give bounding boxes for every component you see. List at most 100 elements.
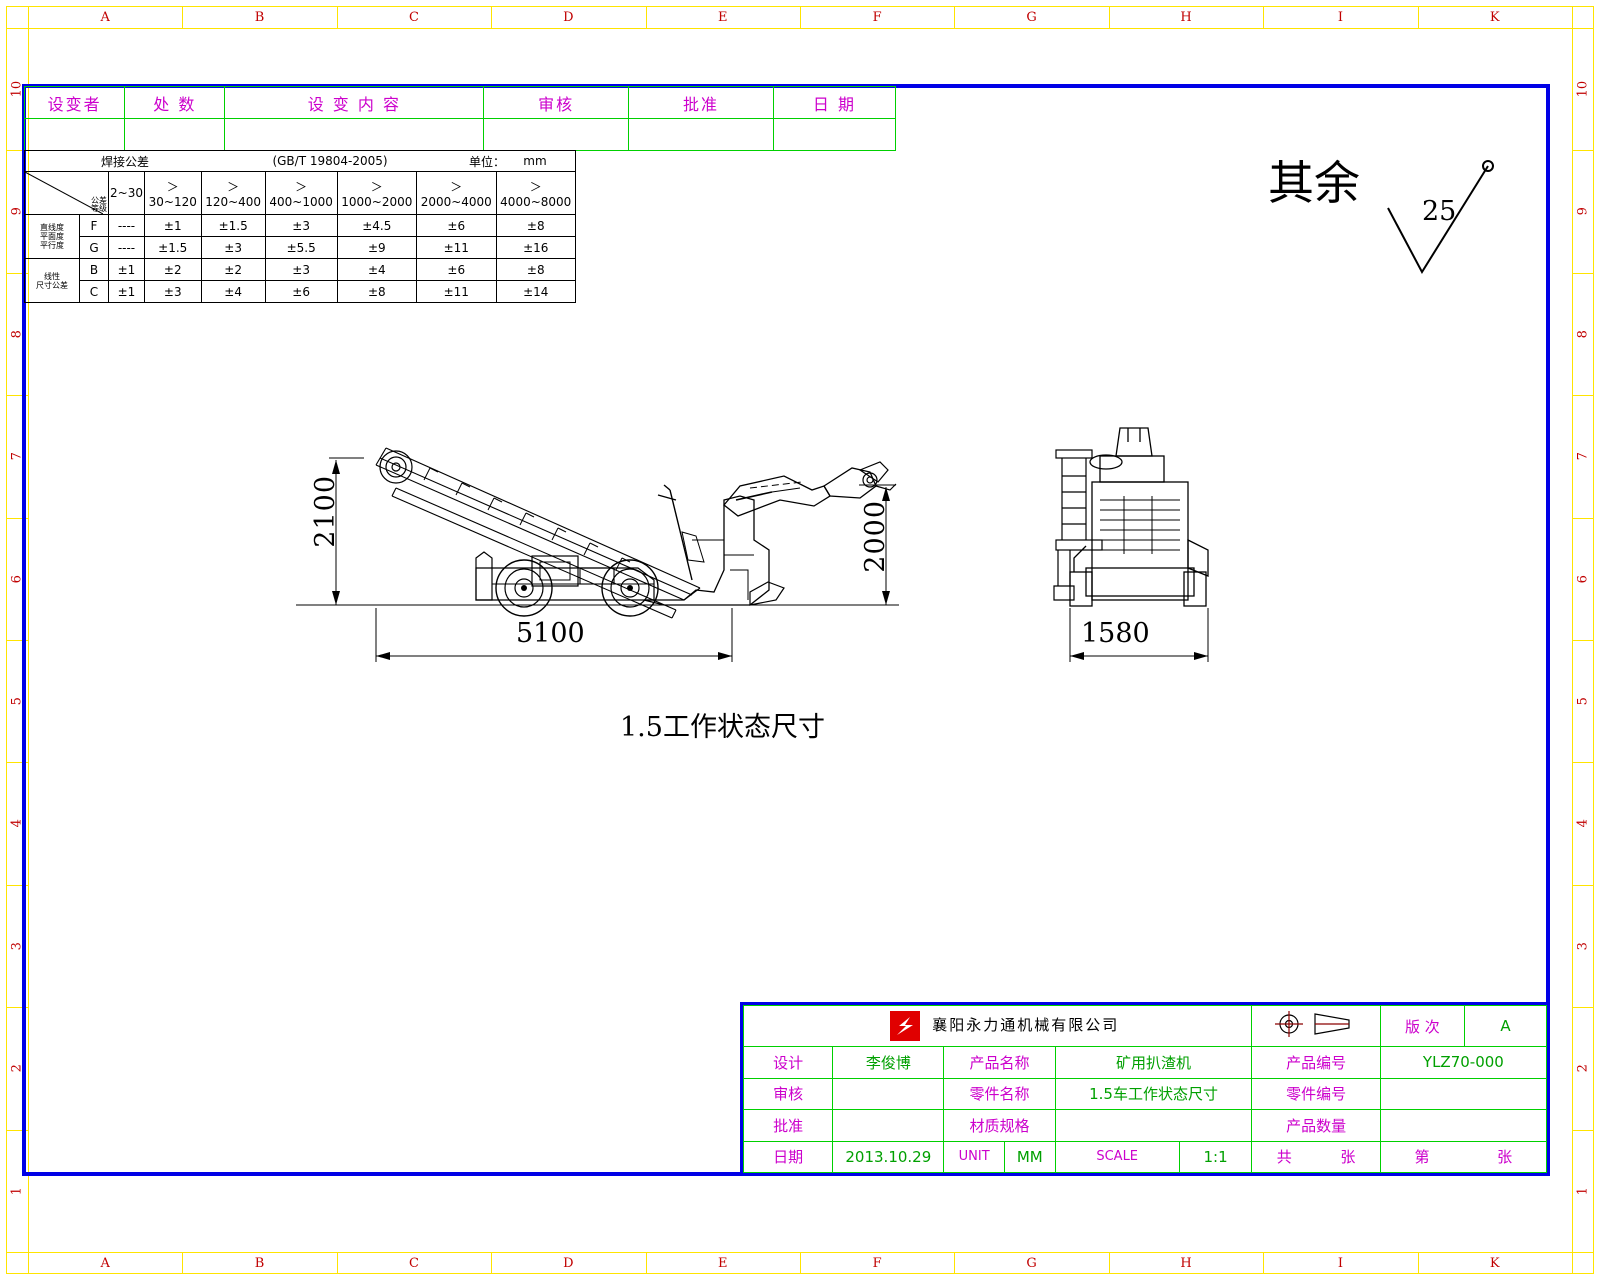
dimension-arm-height-2000: 2000 [860, 500, 891, 573]
ruler-label: A [100, 1255, 110, 1271]
title-block-company-row: 襄阳永力通机械有限公司 版 次 A [742, 1005, 1547, 1047]
approve-label: 批准 [742, 1109, 834, 1142]
tolerance-range-header-2: ＞120~400 [200, 171, 266, 215]
tolerance-range-header-6: ＞4000~8000 [495, 171, 576, 215]
part-name-value[interactable]: 1.5车工作状态尺寸 [1054, 1077, 1253, 1110]
ruler-label: I [1337, 1255, 1343, 1271]
tolerance-value-G-6: ±16 [495, 236, 576, 259]
tolerance-grade-G: G [79, 236, 109, 259]
revision-cell-changer[interactable] [23, 118, 126, 151]
revision-cell-date[interactable] [772, 118, 897, 151]
revision-header-review: 审核 [483, 86, 630, 119]
tolerance-range-header-1: ＞30~120 [143, 171, 202, 215]
material-spec-value[interactable] [1054, 1109, 1253, 1142]
revision-cell-approve[interactable] [628, 118, 774, 151]
quantity-value[interactable] [1379, 1109, 1548, 1142]
tolerance-corner-cell: 公差等级 [24, 171, 109, 215]
ruler-label: E [718, 9, 728, 25]
revision-cell-content[interactable] [224, 118, 485, 151]
tolerance-value-G-1: ±1.5 [143, 236, 202, 259]
dimension-width-1580: 1580 [1081, 618, 1150, 649]
scale-value[interactable]: 1:1 [1203, 1147, 1228, 1166]
ruler-label: K [1489, 9, 1500, 25]
dimension-length-5100: 5100 [516, 618, 585, 649]
revision-header-count: 处 数 [124, 86, 226, 119]
tolerance-value-B-5: ±6 [416, 258, 497, 281]
tolerance-unit-value: mm [523, 154, 547, 168]
title-block-footer-row: 日期 2013.10.29 UNIT MM SCALE 1:1 [742, 1140, 1548, 1173]
main-drawing-area: 2100 2000 5100 1580 [24, 300, 1544, 860]
part-code-label: 零件编号 [1251, 1077, 1381, 1110]
tolerance-value-C-2: ±4 [200, 280, 266, 303]
review-label: 审核 [742, 1077, 834, 1110]
review-value[interactable] [832, 1077, 945, 1110]
tolerance-value-C-5: ±11 [416, 280, 497, 303]
unit-value[interactable]: MM [1016, 1147, 1043, 1166]
total-unit: 张 [1340, 1148, 1356, 1167]
company-logo-icon [890, 1011, 921, 1041]
tolerance-value-B-6: ±8 [495, 258, 576, 281]
ruler-label: H [1180, 1255, 1192, 1271]
ruler-label: D [563, 1255, 574, 1271]
tolerance-value-C-3: ±6 [264, 280, 338, 303]
total-sheets-cell: 共 张 [1251, 1140, 1381, 1173]
revision-header-changer: 设变者 [23, 86, 126, 119]
tolerance-value-C-6: ±14 [495, 280, 576, 303]
part-name-label: 零件名称 [943, 1077, 1056, 1110]
revision-header-content: 设 变 内 容 [224, 86, 485, 119]
tolerance-title-row: 焊接公差 (GB/T 19804-2005) 单位： mm [24, 150, 576, 171]
ruler-label: 2 [1575, 1064, 1591, 1073]
title-block-row-design: 设计 李俊博 产品名称 矿用扒渣机 产品编号 YLZ70-000 [742, 1046, 1548, 1079]
ruler-label: 3 [1575, 941, 1591, 951]
tolerance-value-G-2: ±3 [200, 236, 266, 259]
ruler-label: 6 [1575, 574, 1591, 583]
tolerance-value-C-0: ±1 [108, 280, 145, 303]
revision-blank-row[interactable] [23, 118, 897, 151]
ruler-label: G [1026, 9, 1037, 25]
tolerance-standard: (GB/T 19804-2005) [272, 154, 388, 168]
ruler-label: B [254, 1255, 265, 1271]
revision-cell-review[interactable] [483, 118, 630, 151]
tolerance-value-G-3: ±5.5 [264, 236, 338, 259]
drawing-caption: 1.5工作状态尺寸 [620, 712, 825, 743]
tolerance-range-header-4: ＞1000~2000 [336, 171, 418, 215]
title-block-table: 襄阳永力通机械有限公司 版 次 A 设计 李俊博 产品名称 矿用扒渣机 产品编号 [742, 1005, 1548, 1173]
version-value[interactable]: A [1464, 1005, 1547, 1047]
tolerance-value-F-3: ±3 [264, 214, 338, 237]
ruler-label: 7 [1575, 452, 1591, 461]
ruler-label: 1 [1575, 1186, 1591, 1195]
tolerance-grade-F: F [79, 214, 109, 237]
unit-label: UNIT [944, 1141, 1005, 1172]
tolerance-grade-C: C [79, 280, 109, 303]
ruler-label: F [872, 9, 882, 25]
product-code-value[interactable]: YLZ70-000 [1379, 1046, 1548, 1079]
ruler-label: 9 [1575, 207, 1591, 216]
ruler-label: A [100, 9, 110, 25]
design-value[interactable]: 李俊博 [832, 1046, 945, 1079]
part-code-value[interactable] [1379, 1077, 1548, 1110]
roughness-symbol-icon: 25 [1387, 160, 1494, 275]
tolerance-value-F-5: ±6 [416, 214, 497, 237]
ruler-label: C [409, 1255, 419, 1271]
surface-roughness-note: 其余 25 [1268, 160, 1510, 290]
revision-cell-count[interactable] [124, 118, 226, 151]
company-name: 襄阳永力通机械有限公司 [932, 1016, 1120, 1034]
tolerance-value-F-2: ±1.5 [200, 214, 266, 237]
tolerance-group-label: 直线度平面度平行度 [24, 214, 80, 259]
title-block-row-review: 审核 零件名称 1.5车工作状态尺寸 零件编号 [742, 1077, 1548, 1110]
ruler-label: H [1180, 9, 1192, 25]
sheet-unit: 张 [1497, 1148, 1513, 1167]
material-spec-label: 材质规格 [943, 1109, 1056, 1142]
dimension-height-2100: 2100 [310, 475, 341, 548]
tolerance-corner-label: 公差等级 [91, 196, 107, 213]
ruler-label: 4 [1575, 819, 1591, 828]
ruler-label: C [409, 9, 419, 25]
approve-value[interactable] [832, 1109, 945, 1142]
date-value[interactable]: 2013.10.29 [832, 1140, 945, 1173]
ruler-label: I [1337, 9, 1343, 25]
product-code-label: 产品编号 [1251, 1046, 1381, 1079]
tolerance-title: 焊接公差 [100, 154, 149, 169]
product-name-value[interactable]: 矿用扒渣机 [1054, 1046, 1253, 1079]
